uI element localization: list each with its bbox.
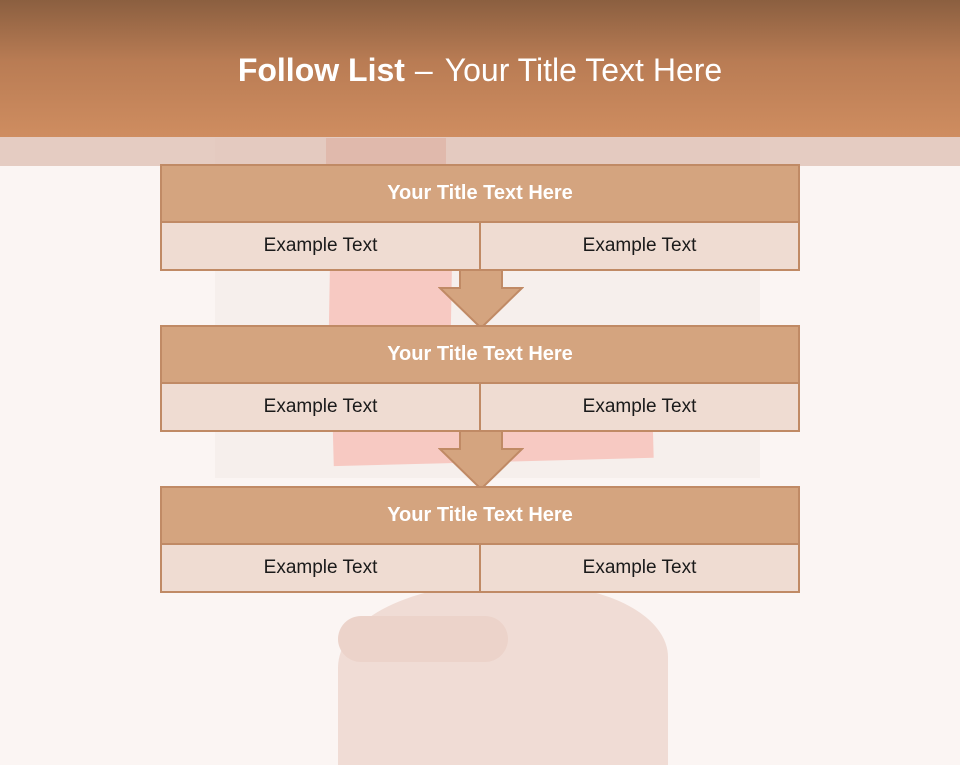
- slide-title[interactable]: Follow List–Your Title Text Here: [0, 52, 960, 89]
- flow-box-title[interactable]: Your Title Text Here: [162, 488, 798, 545]
- flow-box-2[interactable]: Your Title Text Here Example Text Exampl…: [160, 325, 800, 432]
- header-strip: [0, 137, 960, 166]
- slide-title-rest: Your Title Text Here: [444, 52, 723, 88]
- background-finger: [338, 616, 508, 662]
- flow-box-3[interactable]: Your Title Text Here Example Text Exampl…: [160, 486, 800, 593]
- slide-title-separator: –: [414, 52, 433, 88]
- flow-box-1[interactable]: Your Title Text Here Example Text Exampl…: [160, 164, 800, 271]
- flow-box-row: Example Text Example Text: [162, 384, 798, 430]
- flow-box-cell-left[interactable]: Example Text: [162, 223, 479, 269]
- flow-box-title[interactable]: Your Title Text Here: [162, 327, 798, 384]
- flow-box-row: Example Text Example Text: [162, 545, 798, 591]
- flow-box-cell-right[interactable]: Example Text: [479, 223, 798, 269]
- down-arrow-icon: [438, 270, 524, 330]
- flow-box-cell-left[interactable]: Example Text: [162, 384, 479, 430]
- flow-box-title[interactable]: Your Title Text Here: [162, 166, 798, 223]
- flow-box-cell-left[interactable]: Example Text: [162, 545, 479, 591]
- flow-box-cell-right[interactable]: Example Text: [479, 545, 798, 591]
- background-hand: [338, 585, 668, 765]
- slide-title-bold: Follow List: [237, 52, 405, 88]
- header-bar: [0, 0, 960, 137]
- flow-box-cell-right[interactable]: Example Text: [479, 384, 798, 430]
- flow-box-row: Example Text Example Text: [162, 223, 798, 269]
- down-arrow-icon: [438, 431, 524, 491]
